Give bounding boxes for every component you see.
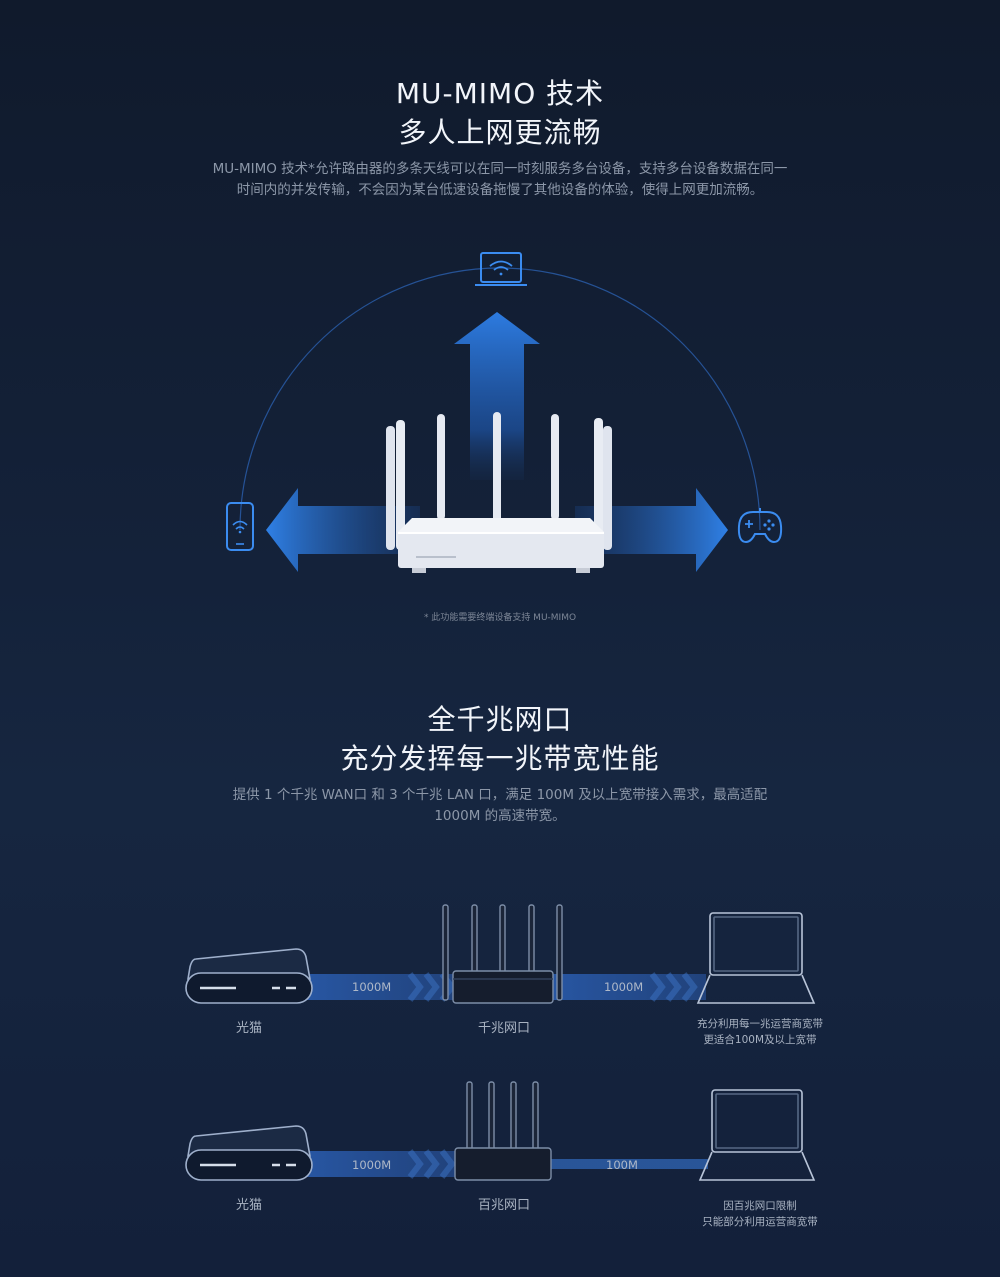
mu-mimo-illustration bbox=[226, 252, 783, 573]
section1-title-line1: MU-MIMO 技术 bbox=[395, 77, 605, 110]
row2-band-right-label: 100M bbox=[606, 1158, 638, 1172]
fast-ethernet-row-illustration bbox=[185, 1081, 816, 1181]
section2-desc-line1: 提供 1 个千兆 WAN口 和 3 个千兆 LAN 口，满足 100M 及以上宽… bbox=[232, 787, 768, 803]
laptop-icon bbox=[696, 912, 816, 1004]
row2-result-line1: 因百兆网口限制 bbox=[723, 1200, 797, 1212]
phone-wifi-icon bbox=[226, 502, 254, 551]
up-arrow bbox=[454, 312, 540, 480]
laptop-wifi-icon bbox=[475, 252, 527, 286]
section2-desc-line2: 1000M 的高速带宽。 bbox=[434, 808, 566, 824]
laptop-icon bbox=[698, 1089, 816, 1181]
row2-band-left-label: 1000M bbox=[352, 1158, 392, 1172]
row1-band-left-label: 1000M bbox=[352, 980, 392, 994]
row1-result-line2: 更适合100M及以上宽带 bbox=[703, 1034, 817, 1046]
router-icon bbox=[454, 1081, 552, 1181]
row1-router-label: 千兆网口 bbox=[477, 1021, 530, 1036]
row1-band-right-label: 1000M bbox=[604, 980, 644, 994]
gigabit-row-illustration bbox=[185, 904, 816, 1004]
row2-result-line2: 只能部分利用运营商宽带 bbox=[702, 1216, 818, 1228]
section1-desc-line2: 时间内的并发传输，不会因为某台低速设备拖慢了其他设备的体验，使得上网更加流畅。 bbox=[236, 182, 764, 198]
right-arrow bbox=[575, 488, 728, 572]
gamepad-icon bbox=[737, 508, 783, 544]
row1-modem-label: 光猫 bbox=[235, 1021, 262, 1036]
section1-footnote: * 此功能需要终端设备支持 MU-MIMO bbox=[423, 613, 577, 623]
section2-title-line1: 全千兆网口 bbox=[427, 703, 573, 736]
row1-result-line1: 充分利用每一兆运营商宽带 bbox=[697, 1018, 823, 1030]
row2-router-label: 百兆网口 bbox=[477, 1198, 530, 1213]
section1-desc-line1: MU-MIMO 技术*允许路由器的多条天线可以在同一时刻服务多台设备，支持多台设… bbox=[212, 161, 788, 177]
modem-icon bbox=[185, 1125, 313, 1181]
left-arrow bbox=[266, 488, 420, 572]
row2-modem-label: 光猫 bbox=[235, 1198, 262, 1213]
modem-icon bbox=[185, 948, 313, 1004]
section1-title-line2: 多人上网更流畅 bbox=[398, 116, 602, 149]
router-image bbox=[386, 412, 612, 573]
router-icon bbox=[442, 904, 563, 1004]
section2-title-line2: 充分发挥每一兆带宽性能 bbox=[340, 742, 660, 775]
